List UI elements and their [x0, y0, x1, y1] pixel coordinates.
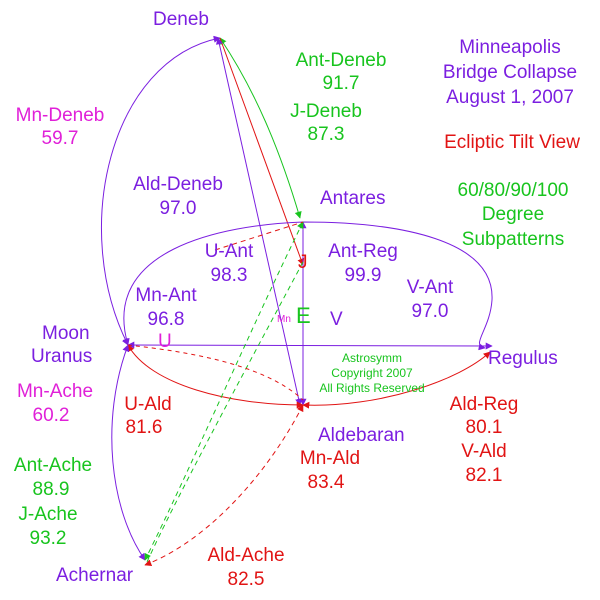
subpatterns-block: 60/80/90/100 Degree Subpatterns: [458, 180, 569, 250]
line-ald-reg: [302, 351, 491, 409]
aspect-name-ant-ache: Ant-Ache: [14, 455, 92, 476]
aspect-name-ald-deneb: Ald-Deneb: [133, 174, 223, 195]
aspect-value-v-ald: 82.1: [466, 465, 503, 486]
copyright-line-1: Astrosymm: [342, 351, 402, 365]
line-ald-deneb: [215, 37, 303, 406]
point-aldebaran: Aldebaran: [318, 425, 405, 446]
aspect-name-ald-ache: Ald-Ache: [207, 545, 284, 566]
title-block: Minneapolis Bridge Collapse August 1, 20…: [443, 37, 577, 108]
subpatterns-line-3: Subpatterns: [462, 229, 564, 250]
aspect-lines: [101, 35, 493, 567]
line-moon-antares: [214, 221, 304, 251]
aspect-name-mn-ant: Mn-Ant: [135, 285, 197, 306]
marker-mn: Mn: [277, 314, 291, 325]
copyright-line-2: Copyright 2007: [331, 366, 413, 380]
point-uranus: Uranus: [31, 346, 92, 367]
line-ald-ache: [144, 404, 304, 567]
point-labels: Deneb Antares Regulus Aldebaran Achernar…: [31, 9, 558, 586]
aspect-name-ant-reg: Ant-Reg: [328, 241, 398, 262]
line-j-ache: [146, 261, 304, 563]
marker-j: J: [298, 252, 308, 273]
view-label: Ecliptic Tilt View: [444, 132, 580, 153]
copyright-line-3: All Rights Reserved: [319, 381, 424, 395]
aspect-value-ant-reg: 99.9: [345, 265, 382, 286]
line-mn-ald: [127, 344, 304, 401]
aspect-name-mn-ald: Mn-Ald: [300, 448, 360, 469]
marker-e: E: [296, 303, 311, 328]
aspect-value-mn-ald: 83.4: [308, 472, 345, 493]
aspect-name-v-ald: V-Ald: [461, 441, 506, 462]
aspect-value-ald-deneb: 97.0: [160, 198, 197, 219]
subpatterns-line-2: Degree: [482, 204, 544, 225]
aspect-value-mn-deneb: 59.7: [42, 128, 79, 149]
line-mn-deneb: [101, 35, 221, 346]
aspect-name-u-ant: U-Ant: [205, 241, 254, 262]
copyright-block: Astrosymm Copyright 2007 All Rights Rese…: [319, 351, 424, 395]
aspect-value-ald-ache: 82.5: [228, 569, 265, 590]
line-ant-ache: [144, 221, 304, 561]
aspect-name-u-ald: U-Ald: [124, 394, 172, 415]
aspect-value-mn-ant: 96.8: [148, 309, 185, 330]
aspect-value-u-ant: 98.3: [211, 265, 248, 286]
aspect-value-u-ald: 81.6: [126, 417, 163, 438]
aspect-name-j-deneb: J-Deneb: [290, 101, 362, 122]
aspect-value-v-ant: 97.0: [412, 301, 449, 322]
aspect-value-ant-ache: 88.9: [33, 479, 70, 500]
aspect-name-v-ant: V-Ant: [407, 277, 454, 298]
subpatterns-line-1: 60/80/90/100: [458, 180, 569, 201]
title-line-3: August 1, 2007: [446, 87, 574, 108]
marker-v: V: [330, 309, 343, 330]
point-moon: Moon: [42, 323, 90, 344]
aspect-value-ald-reg: 80.1: [466, 417, 503, 438]
marker-u: U: [158, 331, 172, 352]
line-moon-regulus: [127, 341, 493, 350]
title-line-2: Bridge Collapse: [443, 62, 577, 83]
aspect-name-mn-deneb: Mn-Deneb: [16, 105, 105, 126]
aspect-value-ant-deneb: 91.7: [323, 73, 360, 94]
aspect-name-mn-ache: Mn-Ache: [17, 381, 93, 402]
line-mn-ache: [111, 344, 146, 561]
line-ant-deneb: [219, 37, 302, 219]
point-deneb: Deneb: [153, 9, 209, 30]
aspect-value-j-ache: 93.2: [30, 528, 67, 549]
aspect-name-ant-deneb: Ant-Deneb: [296, 50, 387, 71]
aspect-labels: Mn-Deneb 59.7 Ant-Deneb 91.7 J-Deneb 87.…: [14, 50, 518, 590]
aspect-name-j-ache: J-Ache: [18, 504, 77, 525]
aspect-value-j-deneb: 87.3: [308, 124, 345, 145]
aspect-value-mn-ache: 60.2: [33, 405, 70, 426]
title-line-1: Minneapolis: [459, 37, 560, 58]
point-regulus: Regulus: [488, 348, 558, 369]
aspect-name-ald-reg: Ald-Reg: [450, 394, 519, 415]
point-antares: Antares: [320, 188, 385, 209]
point-achernar: Achernar: [56, 565, 134, 586]
